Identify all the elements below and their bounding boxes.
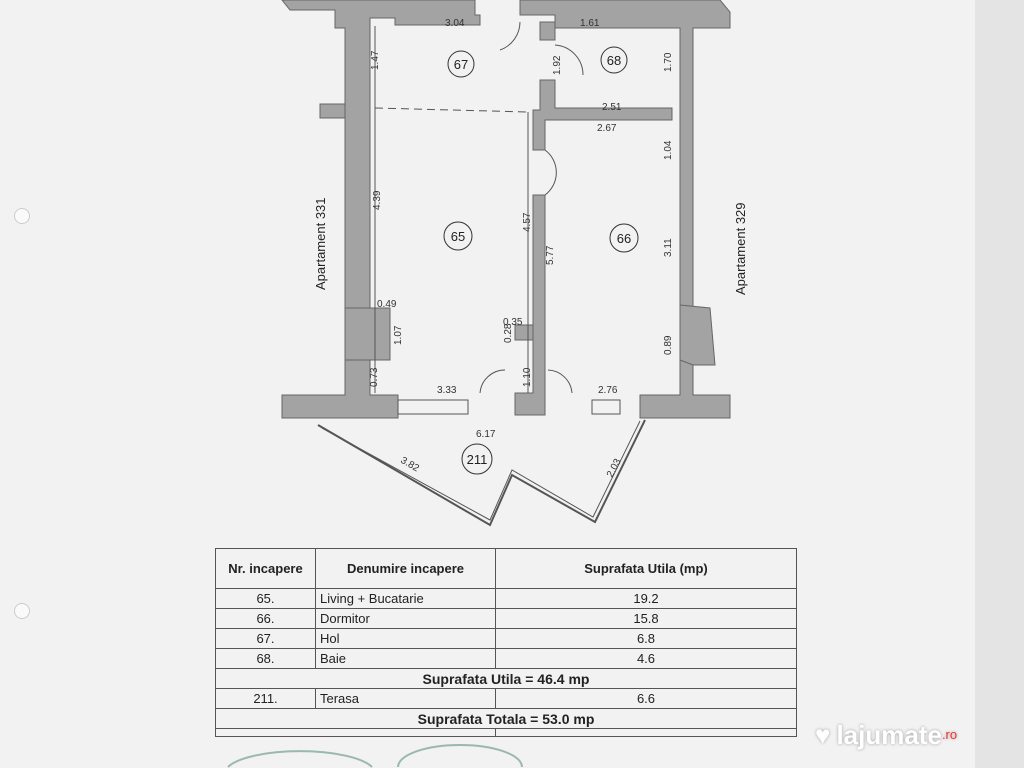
heart-icon: ♥: [815, 720, 831, 750]
room-name: Terasa: [315, 688, 496, 709]
room-number: 67.: [215, 628, 316, 649]
empty-cell: [215, 728, 316, 737]
room-label: 68: [607, 53, 621, 68]
dimension: 1.07: [393, 325, 404, 345]
room-area: 19.2: [495, 588, 797, 609]
walls: [281, 0, 731, 419]
total: Suprafata Totala = 53.0 mp: [215, 708, 797, 729]
dimension: 1.47: [370, 50, 381, 70]
room-area-table: Nr. incapere Denumire incapere Suprafata…: [215, 548, 797, 737]
dimension: 1.10: [522, 367, 533, 387]
dimension: 6.17: [476, 429, 496, 440]
dimension: 3.04: [445, 18, 465, 29]
room-name: Living + Bucatarie: [315, 588, 496, 609]
neighbor-label: Apartament 331: [313, 197, 328, 290]
room-label: 65: [451, 229, 465, 244]
page-edge: [975, 0, 1024, 768]
watermark: ♥ lajumate.ro: [815, 720, 957, 750]
punch-hole: [14, 603, 30, 619]
neighbor-label: Apartament 329: [733, 202, 748, 295]
dimension: 4.39: [372, 190, 383, 210]
dimension: 1.92: [552, 55, 563, 75]
watermark-brand: lajumate: [836, 720, 942, 750]
empty-row: [215, 728, 797, 737]
subtotal-row: Suprafata Utila = 46.4 mp: [215, 668, 797, 689]
table-header: Nr. incapere Denumire incapere Suprafata…: [215, 548, 797, 589]
dimension: 3.33: [437, 385, 457, 396]
dimension: 2.76: [598, 385, 618, 396]
room-name: Baie: [315, 648, 496, 669]
dimension: 0.28: [503, 323, 514, 343]
room-number: 65.: [215, 588, 316, 609]
room-number: 66.: [215, 608, 316, 629]
dimension: 0.49: [377, 299, 397, 310]
empty-cell: [315, 728, 496, 737]
room-number: 211.: [215, 688, 316, 709]
room-label: 211: [467, 452, 488, 467]
empty-cell: [495, 728, 797, 737]
room-area: 4.6: [495, 648, 797, 669]
room-number: 68.: [215, 648, 316, 669]
dimension: 2.67: [597, 123, 617, 134]
dimension: 3.11: [663, 238, 674, 257]
subtotal: Suprafata Utila = 46.4 mp: [215, 668, 797, 689]
watermark-tld: .ro: [941, 727, 958, 742]
dimension: 2.51: [602, 102, 622, 113]
room-label: 67: [454, 57, 468, 72]
total-row: Suprafata Totala = 53.0 mp: [215, 708, 797, 729]
dimension: 1.61: [580, 18, 600, 29]
dimension: 1.04: [663, 140, 674, 160]
dimension: 4.57: [522, 212, 533, 232]
dimension: 1.70: [663, 52, 674, 72]
stamp: [227, 744, 523, 768]
dimension: 5.77: [545, 245, 556, 265]
column-header: Denumire incapere: [315, 548, 496, 589]
dimension: 0.89: [663, 335, 674, 355]
dimension: 0.73: [369, 367, 380, 387]
room-area: 6.6: [495, 688, 797, 709]
column-header: Suprafata Utila (mp): [495, 548, 797, 589]
room-name: Hol: [315, 628, 496, 649]
room-name: Dormitor: [315, 608, 496, 629]
room-area: 6.8: [495, 628, 797, 649]
dimension: 0.35: [503, 317, 523, 328]
punch-hole: [14, 208, 30, 224]
room-label: 66: [617, 231, 631, 246]
column-header: Nr. incapere: [215, 548, 316, 589]
room-area: 15.8: [495, 608, 797, 629]
